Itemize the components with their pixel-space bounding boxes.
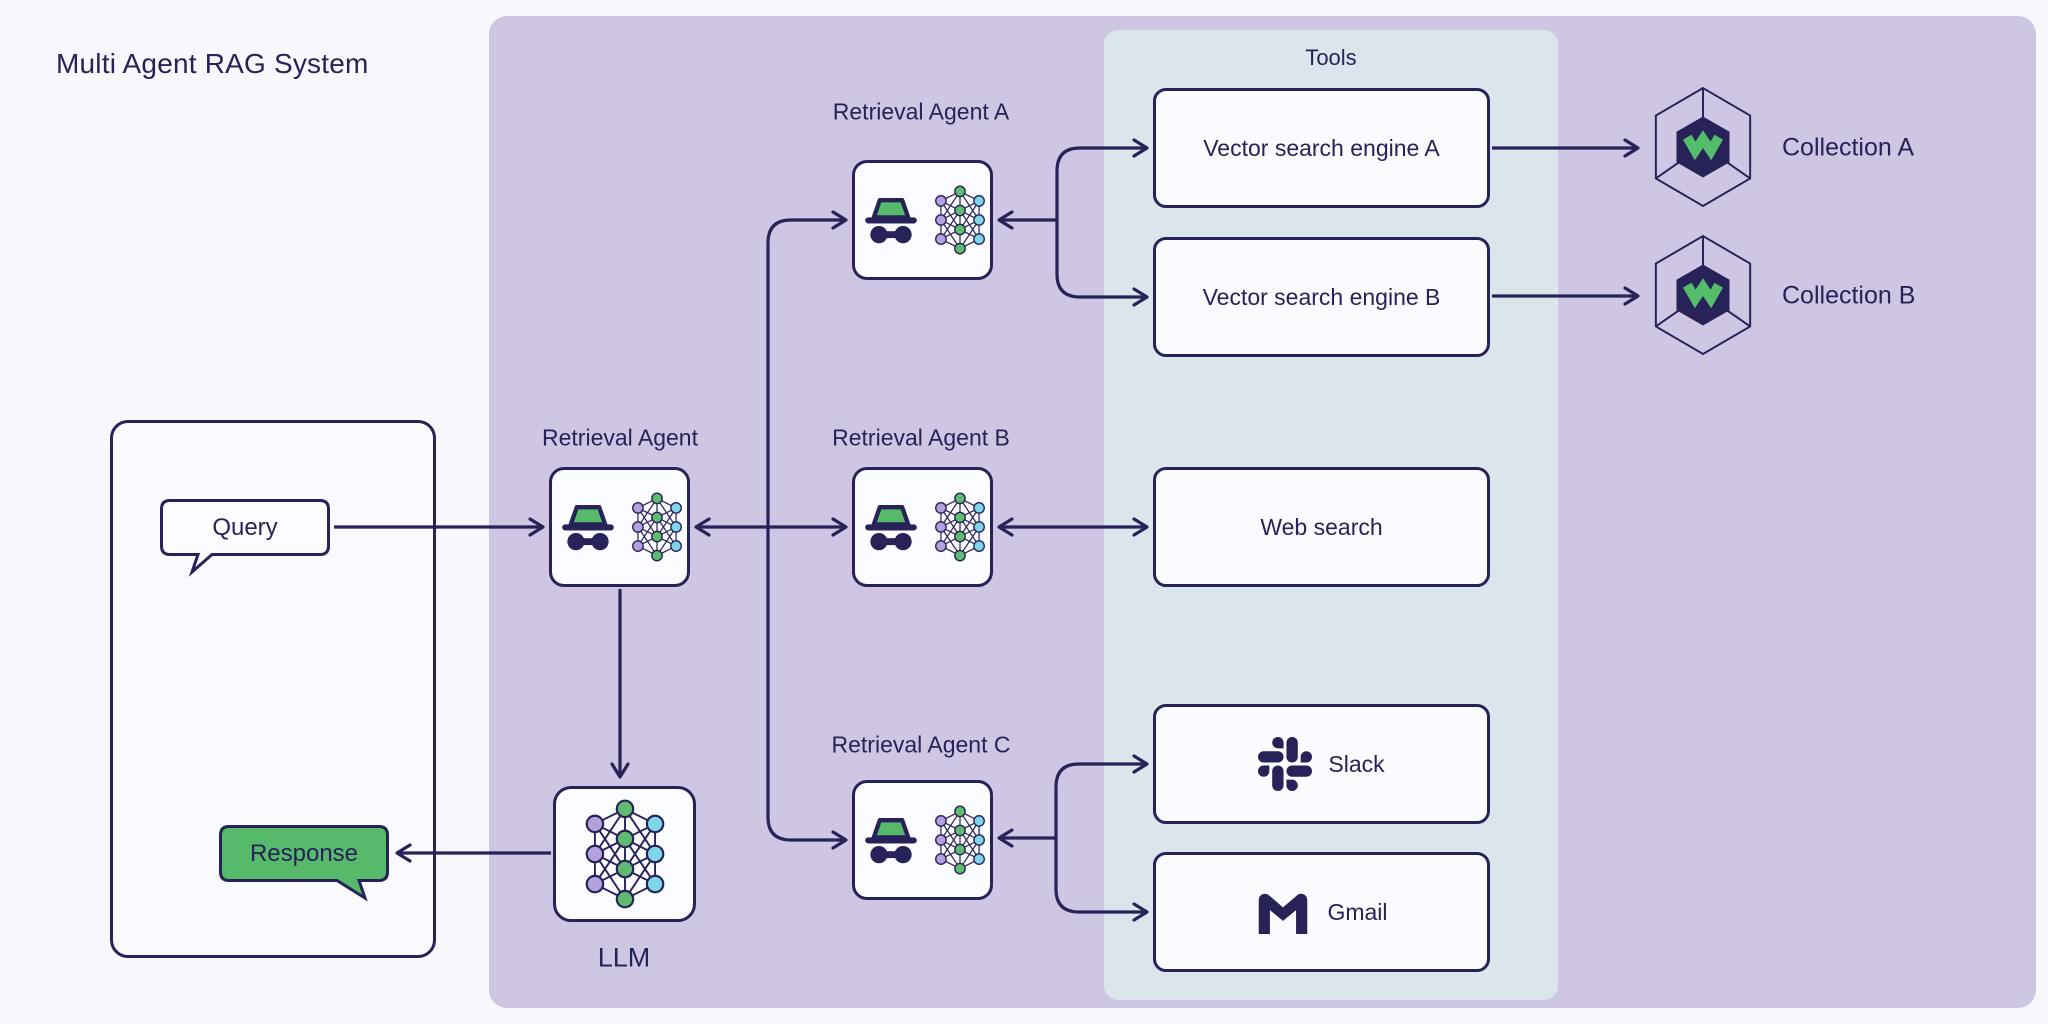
query-label: Query bbox=[212, 513, 278, 541]
incognito-agent-icon bbox=[860, 502, 922, 552]
tool-slack: Slack bbox=[1153, 704, 1490, 824]
retrieval-agent-c-label: Retrieval Agent C bbox=[831, 731, 1011, 758]
llm-label: LLM bbox=[597, 942, 651, 973]
incognito-agent-icon bbox=[557, 502, 619, 552]
speech-bubble-left-tail-icon bbox=[160, 499, 330, 577]
tool-vector-search-engine-b: Vector search engine B bbox=[1153, 237, 1490, 357]
gmail-icon bbox=[1255, 890, 1311, 935]
wire-bracket-c-to-gmail bbox=[1054, 838, 1149, 922]
speech-bubble-right-tail-icon bbox=[219, 825, 389, 902]
neural-network-icon bbox=[584, 799, 666, 909]
incognito-agent-icon bbox=[860, 815, 922, 865]
query-bubble: Query bbox=[160, 499, 332, 577]
tool-label: Vector search engine A bbox=[1203, 134, 1440, 161]
retrieval-agent-a-label: Retrieval Agent A bbox=[832, 98, 1010, 125]
wire-trunk-to-agent-c bbox=[766, 527, 848, 850]
retrieval-agent-b-node bbox=[852, 467, 993, 587]
retrieval-agent-b-label: Retrieval Agent B bbox=[832, 424, 1010, 451]
slack-icon bbox=[1258, 737, 1312, 791]
wire-trunk-to-agent-a bbox=[766, 210, 848, 527]
llm-node bbox=[553, 786, 696, 922]
page-title: Multi Agent RAG System bbox=[56, 48, 369, 79]
tool-gmail: Gmail bbox=[1153, 852, 1490, 972]
collection-b-label: Collection B bbox=[1782, 281, 1916, 310]
retrieval-agent-label: Retrieval Agent bbox=[542, 424, 698, 451]
response-label: Response bbox=[249, 839, 359, 867]
tool-label: Gmail bbox=[1327, 898, 1388, 925]
incognito-agent-icon bbox=[860, 195, 922, 245]
tools-panel-label: Tools bbox=[1305, 45, 1357, 70]
neural-network-icon bbox=[631, 492, 683, 562]
neural-network-icon bbox=[934, 185, 986, 255]
retrieval-agent-c-node bbox=[852, 780, 993, 900]
tool-label: Vector search engine B bbox=[1202, 283, 1441, 310]
retrieval-agent-node bbox=[549, 467, 690, 587]
wire-bracket-a-to-vse-a bbox=[1055, 138, 1149, 220]
tool-label: Web search bbox=[1260, 513, 1383, 540]
tool-web-search: Web search bbox=[1153, 467, 1490, 587]
collection-a-label: Collection A bbox=[1782, 133, 1915, 162]
wire-bracket-a-to-vse-b bbox=[1055, 220, 1149, 307]
tool-vector-search-engine-a: Vector search engine A bbox=[1153, 88, 1490, 208]
response-bubble: Response bbox=[219, 825, 391, 903]
retrieval-agent-a-node bbox=[852, 160, 993, 280]
neural-network-icon bbox=[934, 805, 986, 875]
wire-bracket-c-to-slack bbox=[1054, 754, 1149, 838]
tool-label: Slack bbox=[1328, 750, 1385, 777]
neural-network-icon bbox=[934, 492, 986, 562]
